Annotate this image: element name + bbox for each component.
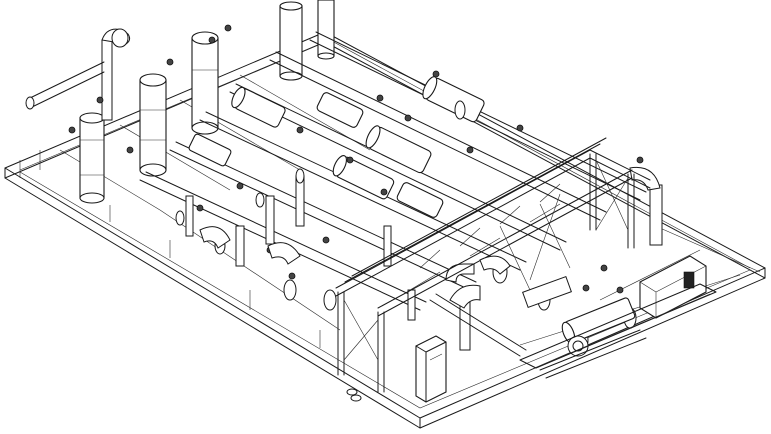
left-supports (19, 150, 321, 348)
pump-motor-assembly (519, 255, 717, 371)
filter-housings (188, 76, 485, 218)
valves (68, 24, 644, 294)
flanges (175, 100, 637, 353)
vertical-vessel-rear-right (317, 0, 335, 60)
tall-riser-left (25, 28, 131, 121)
vertical-vessel-center-left (139, 73, 167, 177)
vertical-vessel-top (191, 31, 219, 135)
vertical-vessel-rear (279, 1, 303, 81)
vertical-vessel-left (79, 112, 105, 204)
electrical-cabinet (415, 335, 447, 403)
front-spools (199, 226, 647, 379)
pipe-rack-structure (335, 137, 651, 393)
vertical-drops (185, 166, 663, 351)
